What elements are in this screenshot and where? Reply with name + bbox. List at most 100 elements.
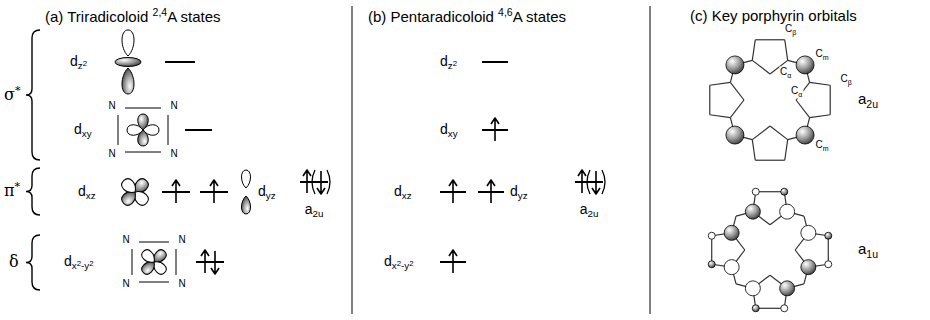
symmetry-label: a1u bbox=[858, 240, 878, 259]
energy-level bbox=[196, 261, 224, 263]
band-label: σ* bbox=[4, 85, 21, 105]
text-run: -y bbox=[81, 260, 89, 271]
bond bbox=[756, 308, 785, 309]
bond bbox=[770, 126, 788, 140]
bond bbox=[756, 191, 785, 192]
spin-up-arrow bbox=[578, 170, 586, 193]
spin-down-arrow bbox=[592, 171, 600, 194]
ligand-frame bbox=[139, 242, 169, 243]
orbital-lobe bbox=[242, 170, 251, 188]
text-run: (a) Triradicoloid bbox=[45, 8, 153, 25]
text-run: N bbox=[170, 148, 177, 159]
band-label: δ bbox=[9, 253, 19, 271]
text-run: 2u bbox=[312, 208, 323, 219]
text-run: xy bbox=[82, 128, 92, 139]
text-run: β bbox=[848, 79, 852, 86]
bond bbox=[785, 40, 788, 61]
bond bbox=[755, 160, 784, 161]
a1u-lobe bbox=[708, 261, 715, 268]
orbital-label: dyz bbox=[510, 183, 528, 201]
a1u-lobe bbox=[745, 204, 760, 219]
bond bbox=[810, 82, 831, 85]
panel-divider bbox=[650, 6, 651, 314]
band-label: π* bbox=[4, 181, 20, 201]
spin-up-arrow bbox=[449, 180, 457, 203]
text-run: d bbox=[394, 183, 402, 199]
text-run: C bbox=[841, 74, 848, 85]
text-run: 1u bbox=[866, 248, 878, 260]
orbital-label: dxy bbox=[440, 121, 458, 139]
panel-divider bbox=[352, 6, 353, 314]
energy-level bbox=[185, 129, 212, 131]
energy-level bbox=[575, 181, 603, 183]
energy-level bbox=[482, 61, 508, 63]
bond bbox=[828, 236, 829, 265]
text-run: π bbox=[4, 181, 15, 200]
spin-down-arrow bbox=[211, 251, 219, 274]
text-run: 2u bbox=[866, 98, 878, 110]
a1u-lobe bbox=[825, 261, 832, 268]
a1u-lobe bbox=[801, 260, 816, 275]
text-run: C bbox=[816, 48, 823, 59]
atom-label: Cα bbox=[790, 86, 803, 99]
nitrogen-label: N bbox=[178, 278, 185, 290]
ligand-frame bbox=[125, 152, 161, 153]
nitrogen-label: N bbox=[108, 148, 115, 160]
symmetry-label: a2u bbox=[858, 90, 878, 109]
spin-down-arrow bbox=[317, 171, 325, 194]
spin-up-arrow bbox=[172, 180, 180, 203]
orbital-lobe bbox=[127, 125, 143, 136]
nitrogen-label: N bbox=[122, 234, 129, 246]
orbital-torus bbox=[115, 58, 141, 67]
bond bbox=[785, 140, 788, 161]
a1u-lobe bbox=[801, 225, 816, 240]
ligand-frame bbox=[118, 115, 119, 145]
text-run: 2 bbox=[83, 59, 87, 68]
text-run: yz bbox=[266, 190, 276, 201]
a1u-lobe bbox=[825, 232, 832, 239]
text-run: x bbox=[392, 260, 397, 271]
text-run: (c) Key porphyrin orbitals bbox=[690, 7, 857, 24]
bond bbox=[830, 85, 831, 114]
text-run: d bbox=[258, 183, 266, 199]
atom-label: Cβ bbox=[840, 74, 853, 87]
text-run: a bbox=[580, 201, 588, 217]
text-run: C bbox=[816, 139, 823, 150]
text-run: β bbox=[792, 28, 796, 35]
nitrogen-label: N bbox=[122, 278, 129, 290]
energy-level bbox=[165, 61, 195, 63]
text-run: * bbox=[15, 180, 21, 193]
nitrogen-label: N bbox=[178, 234, 185, 246]
parenthesis bbox=[602, 170, 605, 194]
porphyrin-skeleton bbox=[712, 192, 829, 309]
text-run: 2 bbox=[397, 259, 401, 268]
text-run: xz bbox=[402, 190, 412, 201]
text-run: d bbox=[74, 121, 82, 137]
text-run: 2,4 bbox=[153, 6, 168, 18]
text-run: A states bbox=[167, 8, 220, 25]
a2u-lobe bbox=[796, 56, 814, 74]
orbital-label: dz2 bbox=[440, 53, 457, 71]
orbital-label: dxz bbox=[78, 183, 96, 201]
text-run: C bbox=[791, 86, 798, 97]
a1u-lobe bbox=[724, 225, 739, 240]
ligand-frame bbox=[139, 282, 169, 283]
text-run: N bbox=[108, 148, 115, 159]
text-run: N bbox=[178, 278, 185, 289]
a1u-lobe bbox=[708, 232, 715, 239]
orbital-lobe bbox=[140, 248, 158, 266]
bond bbox=[752, 140, 755, 161]
a1u-lobe bbox=[752, 305, 759, 312]
text-run: C bbox=[780, 67, 787, 78]
text-run: σ bbox=[4, 85, 15, 104]
brace bbox=[26, 30, 40, 160]
orbital-label: dxz bbox=[394, 183, 412, 201]
text-run: 2 bbox=[89, 259, 93, 268]
a2u-lobe bbox=[726, 56, 744, 74]
a1u-lobe bbox=[780, 204, 795, 219]
text-run: * bbox=[15, 84, 21, 97]
text-run: a bbox=[858, 240, 866, 257]
energy-level bbox=[300, 181, 328, 183]
